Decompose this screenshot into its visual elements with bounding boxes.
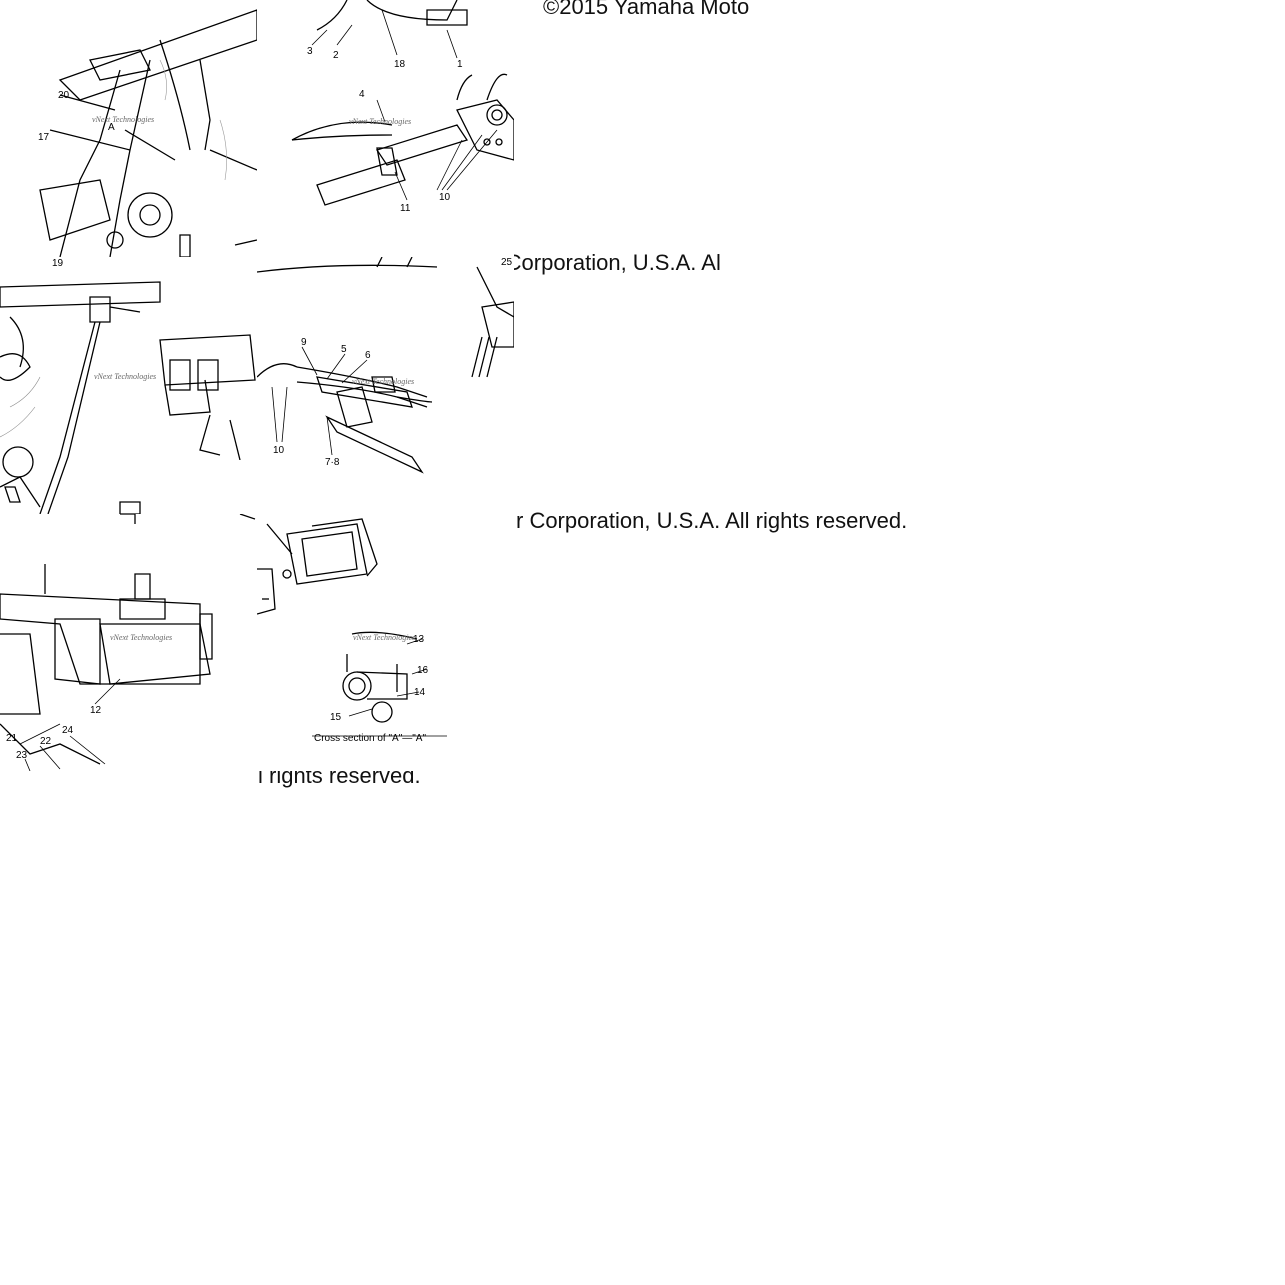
cross-section-label: Cross section of "A"—"A"	[314, 733, 426, 744]
callout-18: 18	[394, 59, 406, 70]
callout-12: 12	[90, 705, 102, 716]
diagram-tile-handlebar-right: 9 5 6 10 7·8 25 vNext Technologies	[257, 257, 514, 514]
callout-11: 11	[400, 203, 411, 214]
section-marker-a: A	[108, 122, 115, 133]
callout-3: 3	[307, 46, 313, 57]
callout-15: 15	[330, 712, 342, 723]
watermark-text: vNext Technologies	[352, 377, 414, 386]
callout-24: 24	[62, 725, 74, 736]
callout-10-bottom: 10	[273, 445, 285, 456]
callout-19: 19	[52, 258, 64, 269]
watermark-text: vNext Technologies	[92, 115, 154, 124]
diagram-tile-battery: 12 21 24 22 23 vNext Technologies	[0, 514, 257, 771]
callout-25-top: 25	[501, 257, 513, 268]
callout-4: 4	[359, 89, 365, 100]
callout-2: 2	[333, 50, 339, 61]
diagram-tile-handlebar-left-top: 3 2 18 1 4 10 11 vNext Technologies	[257, 0, 514, 257]
callout-10-top: 10	[439, 192, 451, 203]
callout-21: 21	[6, 733, 18, 744]
callout-16: 16	[417, 665, 429, 676]
diagram-tile-frame-top: 20 17 A vNext Technologies	[0, 0, 257, 257]
copyright-text-lower: r Corporation, U.S.A. All rights reserve…	[516, 508, 908, 533]
callout-14: 14	[414, 687, 426, 698]
callout-9: 9	[301, 337, 307, 348]
callout-22: 22	[40, 736, 52, 747]
callout-17: 17	[38, 132, 50, 143]
callout-23: 23	[16, 750, 28, 761]
callout-5: 5	[341, 344, 347, 355]
watermark-text: vNext Technologies	[94, 372, 156, 381]
diagram-tile-lamp-cross-section: 25 13 16 14 15 Cross section of "A"—"A" …	[257, 514, 514, 771]
copyright-text-top: ©2015 Yamaha Moto	[543, 0, 750, 19]
watermark-text: vNext Technologies	[110, 633, 172, 642]
callout-6: 6	[365, 350, 371, 361]
diagram-tile-frame-middle: 19 vNext Technologies	[0, 257, 257, 514]
watermark-text: vNext Technologies	[349, 117, 411, 126]
callout-7-8: 7·8	[325, 457, 340, 468]
watermark-text: vNext Technologies	[353, 633, 415, 642]
callout-20: 20	[58, 90, 70, 101]
callout-13: 13	[413, 634, 425, 645]
diagram-tile-ignition-box	[150, 320, 260, 460]
callout-1: 1	[457, 59, 463, 70]
